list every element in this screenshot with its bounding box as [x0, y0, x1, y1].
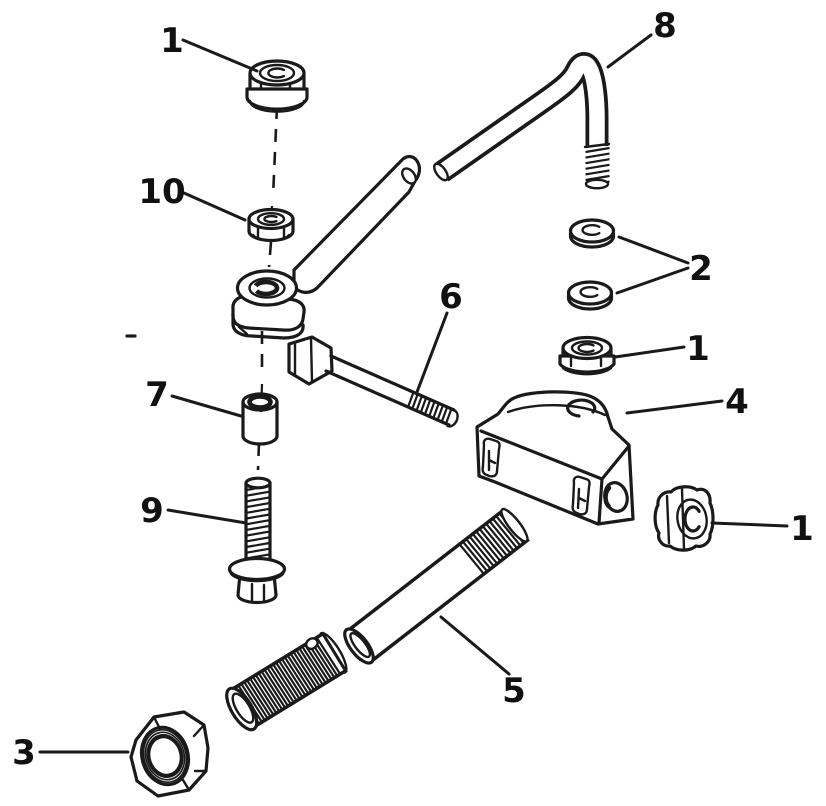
callout-j-link-rod: 8	[606, 6, 677, 69]
top-flange-locknut-graphic	[245, 59, 309, 113]
part-number-label: 5	[502, 671, 526, 711]
thin-hex-nut-graphic	[247, 207, 295, 243]
leader-line	[617, 235, 690, 265]
pivot-bolt-graphic	[287, 335, 459, 428]
leader-line	[166, 508, 248, 525]
leader-line	[182, 191, 247, 222]
callout-mid-flange-locknut: 1	[613, 329, 710, 369]
right-locknut-graphic	[653, 485, 715, 552]
flange-head-bolt-graphic	[227, 476, 287, 605]
cable-anchor-block-graphic	[475, 390, 635, 526]
part-number-label: 1	[790, 509, 814, 549]
callout-top-flange-locknut: 1	[160, 21, 259, 73]
callout-flange-head-bolt: 9	[140, 491, 248, 531]
mid-flange-locknut-graphic	[558, 335, 616, 376]
leader-line	[439, 615, 511, 676]
leader-line	[170, 394, 243, 418]
callout-right-locknut: 1	[710, 509, 814, 549]
callout-cable-anchor-block: 4	[625, 382, 749, 422]
swivel-tube-threaded-end-graphic	[225, 631, 348, 732]
j-link-rod-graphic	[433, 52, 611, 190]
leader-line	[613, 345, 686, 359]
part-number-label: 3	[12, 733, 36, 773]
leader-line	[181, 38, 259, 73]
part-number-label: 4	[725, 382, 749, 422]
leader-line	[625, 399, 724, 415]
callout-thin-hex-nut: 10	[138, 172, 247, 222]
leader-line	[606, 33, 653, 69]
part-number-label: 6	[439, 277, 463, 317]
large-hex-nut-graphic	[129, 710, 210, 798]
callout-swivel-tube: 5	[439, 615, 526, 711]
part-number-label: 2	[689, 249, 713, 289]
leader-line	[615, 266, 690, 295]
part-number-label: 8	[653, 6, 677, 46]
part-number-label: 7	[145, 375, 169, 415]
part-number-label: 1	[160, 21, 184, 61]
cam-follower-arm-graphic	[231, 154, 422, 340]
part-number-label: 10	[138, 172, 185, 212]
swivel-tube-graphic	[343, 507, 530, 665]
part-number-label: 9	[140, 491, 164, 531]
callout-spacer-bushing: 7	[145, 375, 243, 418]
callout-flat-washers: 2	[615, 235, 713, 295]
callout-large-hex-nut: 3	[12, 733, 130, 773]
leader-line	[710, 521, 789, 528]
spacer-bushing-graphic	[241, 392, 279, 446]
leader-line	[415, 311, 449, 394]
flat-washers-graphic	[566, 218, 616, 311]
part-number-label: 1	[686, 329, 710, 369]
callout-pivot-bolt: 6	[415, 277, 463, 394]
